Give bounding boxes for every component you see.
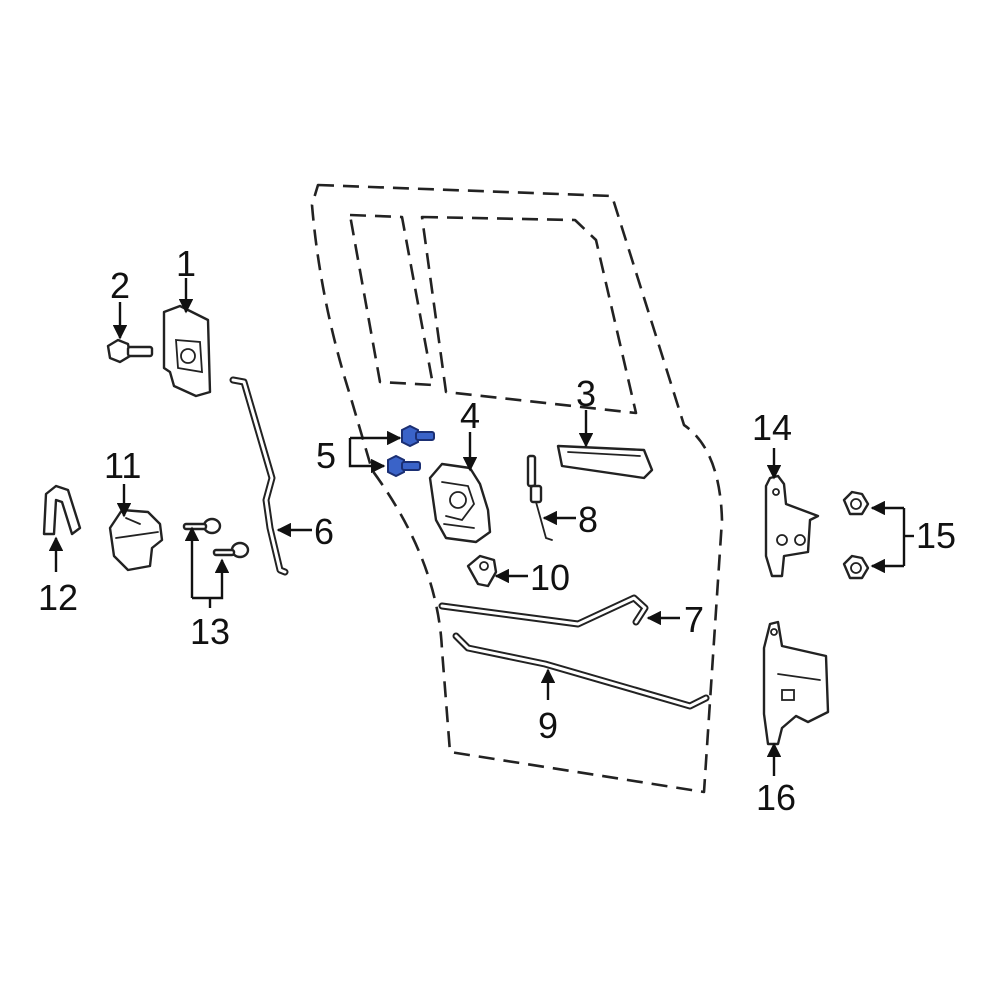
callout-1: 1 — [176, 243, 196, 284]
part-14-upper-hinge — [764, 474, 820, 578]
part-9-rod — [452, 632, 710, 710]
callout-7: 7 — [684, 599, 704, 640]
part-11-lock-cover — [108, 508, 164, 572]
part-10-clip — [466, 554, 498, 588]
part-3-exterior-handle — [556, 444, 654, 480]
callout-6: 6 — [314, 511, 334, 552]
leader-lines — [48, 278, 914, 776]
callout-labels: 1 2 3 4 5 6 7 8 9 10 11 12 13 14 15 16 — [38, 243, 956, 818]
callout-15: 15 — [916, 515, 956, 556]
callout-11: 11 — [104, 445, 141, 486]
callout-10: 10 — [530, 557, 570, 598]
part-12-clip — [42, 484, 82, 536]
part-1-striker-plate — [162, 304, 212, 398]
part-13-push-pin-lower — [212, 541, 250, 559]
part-6-lock-rod — [229, 376, 289, 576]
callout-12: 12 — [38, 577, 78, 618]
door-window-front — [348, 213, 435, 387]
callout-5: 5 — [316, 435, 336, 476]
callout-2: 2 — [110, 265, 130, 306]
part-2-bolt — [106, 338, 154, 364]
part-15-nut-upper — [842, 490, 870, 516]
callout-8: 8 — [578, 499, 598, 540]
callout-16: 16 — [756, 777, 796, 818]
callout-9: 9 — [538, 705, 558, 746]
door-window-rear — [420, 215, 638, 415]
door-outline — [310, 183, 724, 794]
part-5-screw-upper — [401, 424, 435, 448]
callout-14: 14 — [752, 407, 792, 448]
callout-13: 13 — [190, 611, 230, 652]
part-5-screw-lower — [387, 454, 421, 478]
callout-4: 4 — [460, 395, 480, 436]
callout-3: 3 — [576, 373, 596, 414]
part-16-lower-hinge — [762, 620, 830, 746]
part-4-latch-assembly — [428, 462, 492, 544]
part-8-link — [526, 454, 553, 541]
part-7-rod — [438, 594, 649, 628]
part-15-nut-lower — [842, 554, 870, 580]
part-13-push-pin-upper — [182, 517, 222, 535]
